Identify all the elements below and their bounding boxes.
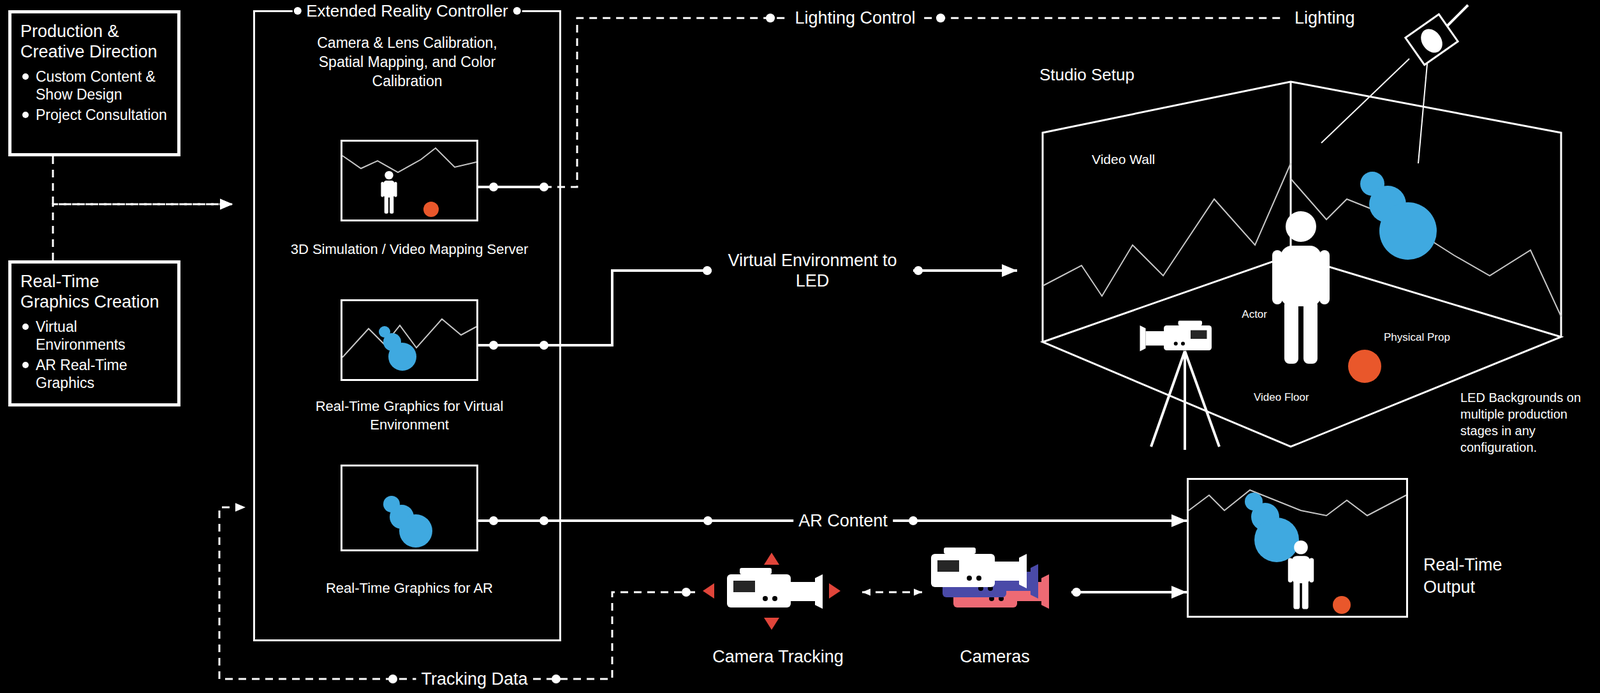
- output-label: Real-Time Output: [1423, 553, 1520, 599]
- server-module: 3D Simulation / Video Mapping Server: [264, 139, 555, 259]
- studio-label: Video Wall: [1091, 150, 1194, 168]
- connector: [478, 13, 1286, 192]
- arrowhead: [913, 588, 923, 596]
- connector-label: Tracking Data: [415, 668, 533, 689]
- device-label: Camera Tracking: [695, 645, 861, 667]
- device-label: Cameras: [918, 645, 1072, 667]
- ar-object: [1360, 171, 1437, 260]
- box-heading: Production & Creative Direction: [20, 21, 169, 63]
- junction-dot: [765, 13, 775, 23]
- actor-figure: [1272, 211, 1330, 364]
- junction-dot: [489, 340, 499, 350]
- junction-dot: [539, 515, 549, 525]
- module-frame: [340, 139, 479, 222]
- frame-illustration: [342, 318, 477, 371]
- bullet-item: Project Consultation: [20, 105, 169, 124]
- title-dot: [293, 7, 301, 15]
- server-module: Real-Time Graphics for AR: [300, 464, 518, 598]
- frame-illustration: [342, 147, 477, 217]
- arrowhead: [220, 198, 233, 210]
- module-label: Real-Time Graphics for Virtual Environme…: [313, 397, 506, 434]
- connector-line: [219, 506, 696, 679]
- studio-camera: [1140, 320, 1220, 451]
- arrowhead: [235, 502, 246, 511]
- connector-line: [478, 185, 544, 189]
- connector: [1071, 585, 1187, 599]
- connector: [52, 156, 233, 210]
- connector: [52, 198, 233, 261]
- tracking-camera-icon: [702, 552, 841, 630]
- connector: [219, 502, 696, 683]
- junction-dot: [908, 515, 918, 525]
- bullet-dot: [22, 361, 29, 368]
- arrowhead: [220, 198, 233, 210]
- junction-dot: [539, 340, 549, 350]
- controller-title: Extended Reality Controller: [292, 0, 523, 22]
- output-frame: [1186, 477, 1409, 618]
- frame-illustration: [383, 495, 433, 548]
- studio-label: LED Backgrounds on multiple production s…: [1460, 388, 1592, 456]
- bullet-item: Custom Content & Show Design: [20, 67, 169, 104]
- process-box: Real-Time Graphics CreationVirtual Envir…: [8, 260, 181, 407]
- bullet-item: Virtual Environments: [20, 317, 169, 354]
- junction-dot: [936, 13, 946, 23]
- area-title: Lighting: [1294, 7, 1391, 29]
- junction-dot: [681, 587, 691, 597]
- connector-line: [52, 156, 233, 205]
- bullet-dot: [22, 323, 29, 330]
- junction-dot: [702, 265, 712, 275]
- studio-label: Actor: [1214, 307, 1268, 322]
- title-dot: [513, 7, 522, 15]
- connector-label: AR Content: [793, 510, 893, 531]
- connector: [862, 588, 923, 596]
- arrowhead: [1001, 264, 1018, 277]
- server-module: Real-Time Graphics for Virtual Environme…: [313, 299, 506, 434]
- junction-dot: [489, 182, 499, 192]
- controller-subtitle: Camera & Lens Calibration, Spatial Mappi…: [295, 33, 520, 92]
- arrowhead: [1171, 513, 1187, 527]
- area-title: Studio Setup: [1039, 65, 1563, 85]
- arrowhead: [1171, 585, 1187, 599]
- connector-label: Lighting Control: [789, 7, 921, 29]
- connector-line: [862, 591, 923, 594]
- output-illustration: [1188, 489, 1407, 614]
- studio-label: Physical Prop: [1383, 330, 1480, 345]
- connector-line: [1071, 590, 1187, 594]
- connector-line: [543, 17, 1286, 187]
- box-heading: Real-Time Graphics Creation: [20, 271, 169, 313]
- junction-dot: [539, 182, 549, 192]
- physical-prop: [1348, 349, 1382, 383]
- module-frame: [340, 464, 479, 551]
- device-icon: Cameras: [918, 545, 1072, 667]
- studio-label: Video Floor: [1253, 390, 1337, 405]
- cameras-icon: [931, 547, 1050, 609]
- module-label: 3D Simulation / Video Mapping Server: [264, 240, 555, 259]
- lamp-icon: [1321, 5, 1468, 164]
- controller-box: Extended Reality ControllerCamera & Lens…: [253, 10, 562, 641]
- bullet-item: AR Real-Time Graphics: [20, 355, 169, 392]
- junction-dot: [703, 515, 713, 525]
- arrowhead: [862, 588, 871, 596]
- device-icon: Camera Tracking: [695, 545, 861, 667]
- junction-dot: [388, 674, 398, 683]
- junction-dot: [913, 265, 923, 275]
- connector-line: [52, 204, 233, 261]
- module-frame: [340, 299, 479, 381]
- junction-dot: [1071, 587, 1081, 597]
- bullet-dot: [22, 111, 29, 118]
- area-label: Lighting: [1294, 7, 1391, 29]
- junction-dot: [551, 674, 561, 683]
- process-box: Production & Creative DirectionCustom Co…: [8, 10, 181, 157]
- junction-dot: [489, 515, 499, 525]
- output-box: Real-Time Output: [1186, 477, 1532, 618]
- module-label: Real-Time Graphics for AR: [300, 579, 518, 598]
- connector-label: Virtual Environment to LED: [711, 249, 914, 292]
- bullet-dot: [22, 73, 29, 80]
